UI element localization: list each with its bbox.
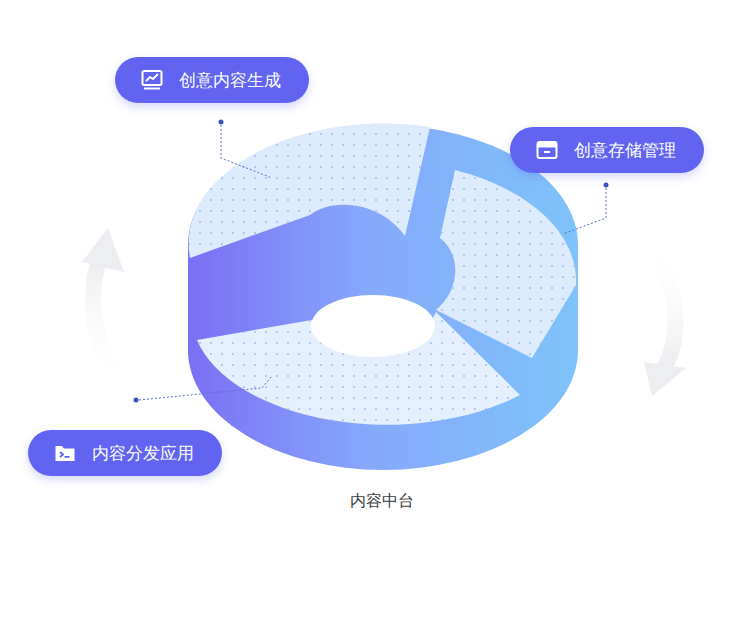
sector-top xyxy=(436,170,576,358)
pill-text: 内容分发应用 xyxy=(92,445,194,462)
arrow-head xyxy=(82,228,124,272)
leader-line xyxy=(139,376,272,400)
pill-text: 创意内容生成 xyxy=(179,72,281,89)
sector-dots xyxy=(436,170,576,358)
label-pill: 创意存储管理 xyxy=(510,127,704,173)
chart-icon xyxy=(141,69,163,91)
label-pill: 创意内容生成 xyxy=(115,57,309,103)
leader-dot xyxy=(604,183,609,188)
ring-caption: 内容中台 xyxy=(350,491,414,512)
label-pill: 内容分发应用 xyxy=(28,430,222,476)
arrow-head xyxy=(644,362,686,396)
leader-dot xyxy=(219,120,224,125)
leader-line xyxy=(563,188,606,234)
sector-top xyxy=(189,124,430,258)
folder-icon xyxy=(54,442,76,464)
ring-hole xyxy=(311,295,435,357)
pill-text: 创意存储管理 xyxy=(574,142,676,159)
leader-dot xyxy=(134,398,139,403)
leader-line xyxy=(221,125,272,178)
cycle-arrow xyxy=(645,240,676,372)
sector-dots xyxy=(189,124,430,258)
box-icon xyxy=(536,139,558,161)
